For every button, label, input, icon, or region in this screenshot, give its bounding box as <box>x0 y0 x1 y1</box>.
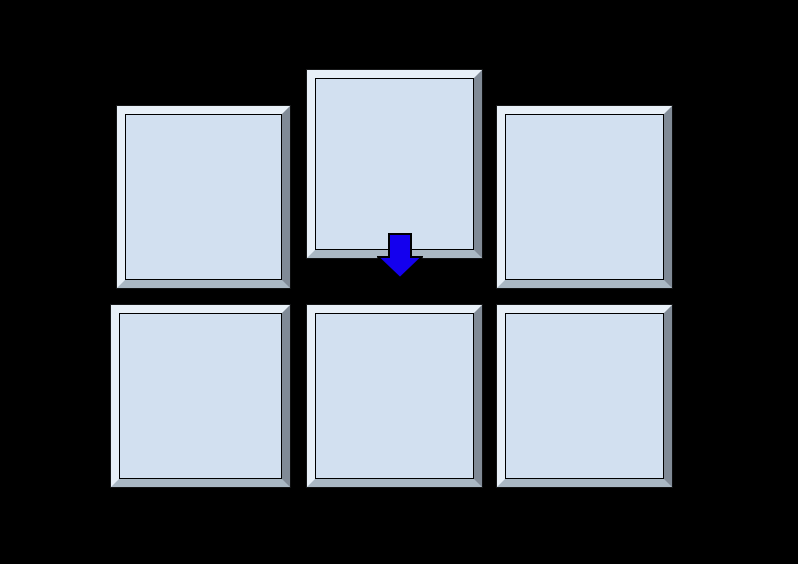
panel-face <box>505 114 664 280</box>
panel-face <box>505 313 664 479</box>
panel-top-center[interactable] <box>306 69 483 259</box>
panel-top-left[interactable] <box>116 105 291 289</box>
arrow-down-icon[interactable] <box>377 233 423 279</box>
panel-face <box>315 78 474 250</box>
panel-bottom-center[interactable] <box>306 304 483 488</box>
arrow-down-shape <box>377 233 423 279</box>
panel-top-right[interactable] <box>496 105 673 289</box>
arrow-down-glyph <box>377 233 423 279</box>
panel-bottom-right[interactable] <box>496 304 673 488</box>
panel-bottom-left[interactable] <box>110 304 291 488</box>
panel-face <box>125 114 282 280</box>
panel-face <box>315 313 474 479</box>
panel-face <box>119 313 282 479</box>
